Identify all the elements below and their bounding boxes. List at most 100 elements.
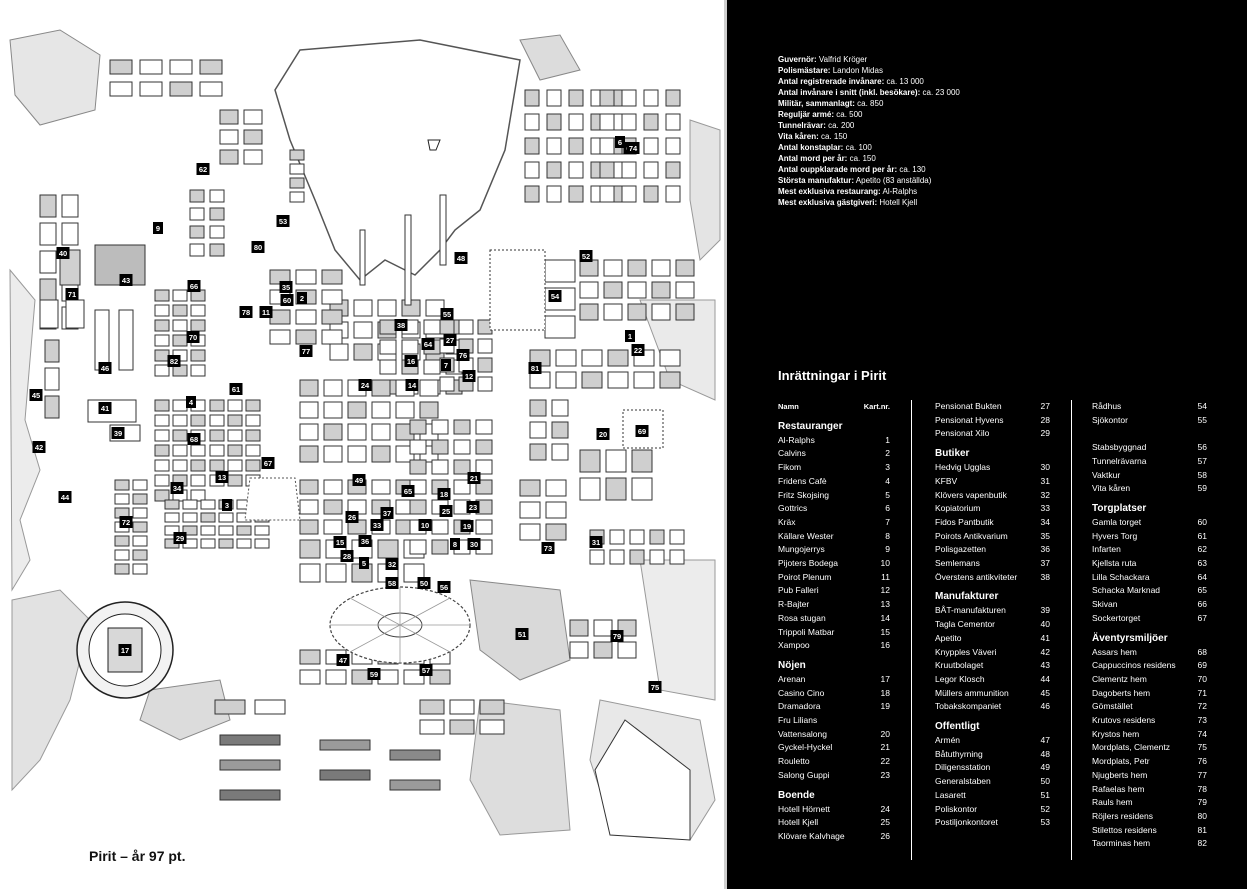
- marker-label: 14: [408, 381, 417, 390]
- map-number: 19: [880, 701, 890, 712]
- marker-box: [29, 389, 43, 401]
- map-number: 11: [881, 571, 890, 582]
- building: [61, 194, 79, 218]
- building: [154, 289, 170, 302]
- building: [529, 421, 547, 439]
- marker-label: 54: [551, 292, 560, 301]
- map-marker: 10: [418, 519, 432, 531]
- building: [409, 419, 427, 435]
- building: [449, 719, 475, 735]
- map-number: 68: [1197, 646, 1207, 657]
- map-marker: 41: [98, 402, 112, 414]
- fact-key: Antal registrerade invånare:: [778, 77, 885, 86]
- building: [236, 525, 252, 536]
- building: [114, 563, 130, 575]
- building: [605, 477, 627, 501]
- marker-box: [280, 294, 294, 306]
- institution-name: Cappuccinos residens: [1092, 660, 1176, 671]
- building: [633, 371, 655, 389]
- building: [227, 399, 243, 412]
- map-marker: 55: [440, 308, 454, 320]
- map-number: 66: [1197, 599, 1207, 610]
- map-number: 81: [1197, 824, 1207, 835]
- building: [329, 343, 349, 361]
- building: [599, 161, 615, 179]
- building: [209, 225, 225, 239]
- building: [139, 81, 163, 97]
- building: [617, 641, 637, 659]
- marker-box: [32, 441, 46, 453]
- marker-box: [187, 433, 201, 445]
- institution-name: Pijoters Bodega: [778, 558, 839, 569]
- fact-line: Guvernör: Valfrid Kröger: [778, 54, 1098, 65]
- marker-box: [443, 334, 457, 346]
- building: [289, 191, 305, 203]
- institution-name: KFBV: [935, 475, 958, 486]
- marker-label: 40: [59, 249, 67, 258]
- institution-name: Hyvers Torg: [1092, 530, 1138, 541]
- list-item: [1092, 427, 1207, 441]
- building: [109, 81, 133, 97]
- building: [621, 161, 637, 179]
- building: [603, 281, 623, 299]
- building: [236, 538, 252, 549]
- institution-name: Rafaelas hem: [1092, 783, 1145, 794]
- marker-box: [119, 516, 133, 528]
- fact-value: ca. 150: [818, 132, 848, 141]
- marker-box: [187, 280, 201, 292]
- institution-name: Dagoberts hem: [1092, 687, 1151, 698]
- marker-box: [370, 519, 384, 531]
- building: [61, 222, 79, 246]
- marker-label: 67: [264, 459, 272, 468]
- map-number: 34: [1040, 516, 1050, 527]
- map-marker: 6: [615, 136, 625, 148]
- map-marker: 70: [186, 331, 200, 343]
- building: [227, 429, 243, 442]
- map-number: 64: [1197, 571, 1207, 582]
- institution-name: Infarten: [1092, 544, 1121, 555]
- building: [665, 185, 681, 203]
- building: [254, 538, 270, 549]
- map-number: 26: [880, 830, 890, 841]
- building: [353, 343, 373, 361]
- building: [169, 59, 193, 75]
- marker-box: [276, 215, 290, 227]
- building: [453, 479, 471, 495]
- marker-label: 72: [122, 518, 130, 527]
- fact-value: ca. 850: [854, 99, 884, 108]
- map-number: 52: [1040, 803, 1050, 814]
- institution-name: Lilla Schackara: [1092, 571, 1150, 582]
- map-marker: 20: [596, 428, 610, 440]
- map-marker: 52: [579, 250, 593, 262]
- building: [172, 319, 188, 332]
- building: [353, 299, 373, 317]
- building: [190, 474, 206, 487]
- building: [172, 289, 188, 302]
- institution-name: Sockertorget: [1092, 612, 1141, 623]
- institution-name: Legor Klosch: [935, 673, 985, 684]
- building: [114, 549, 130, 561]
- marker-box: [385, 577, 399, 589]
- institution-name: Poirot Plenum: [778, 571, 832, 582]
- marker-box: [394, 319, 408, 331]
- building: [524, 113, 540, 131]
- map-marker: 16: [404, 355, 418, 367]
- marker-box: [299, 345, 313, 357]
- marker-label: 27: [446, 336, 454, 345]
- building: [44, 339, 60, 363]
- fact-line: Antal mord per år: ca. 150: [778, 153, 1098, 164]
- building: [659, 349, 681, 367]
- map-marker: 35: [279, 281, 293, 293]
- marker-label: 42: [35, 443, 43, 452]
- marker-box: [98, 362, 112, 374]
- city-map: 1234567891011121314151617181920212223242…: [9, 29, 721, 841]
- central-plaza: [329, 586, 471, 664]
- building: [524, 161, 540, 179]
- building: [218, 538, 234, 549]
